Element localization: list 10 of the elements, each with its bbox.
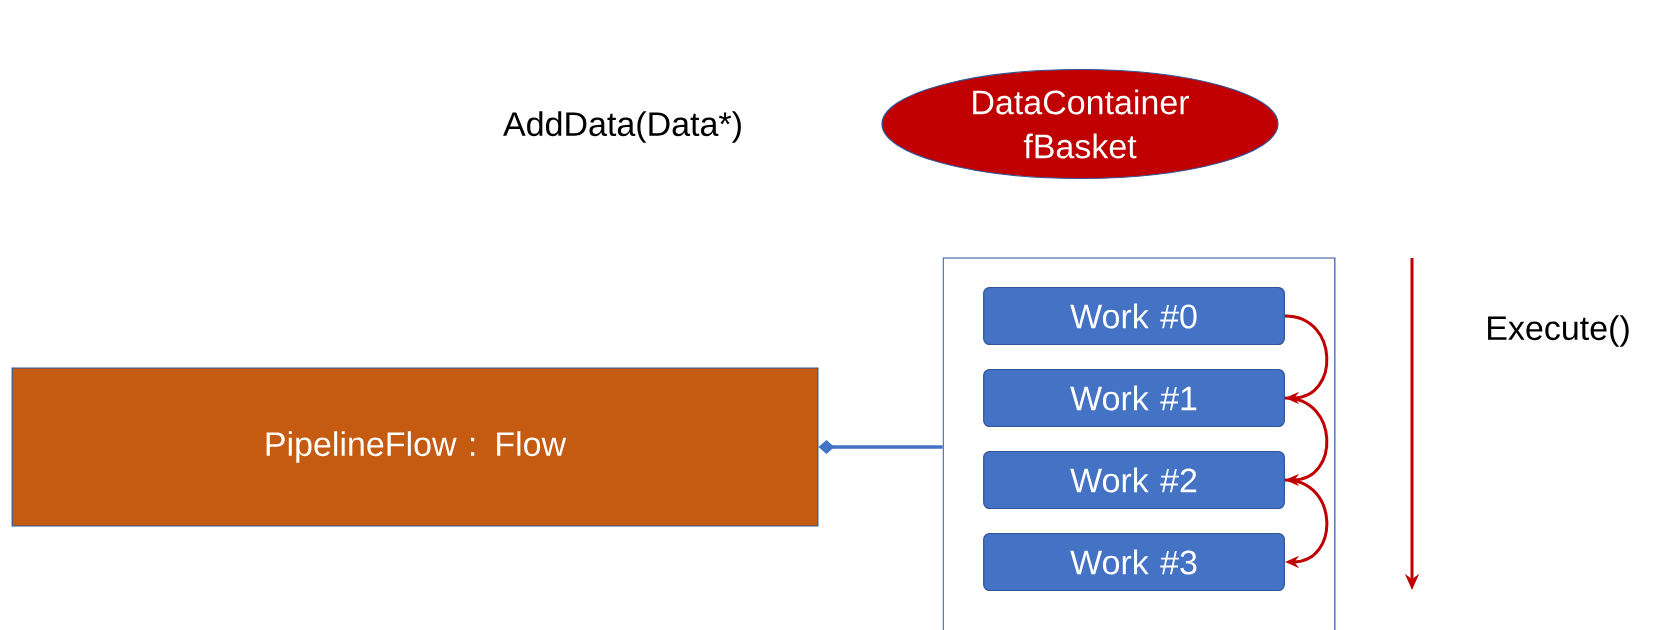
method-label: Execute() <box>1488 315 1629 347</box>
work-box: Work #0 <box>983 286 1285 346</box>
work-box: Work #3 <box>983 532 1285 592</box>
curved-arrow <box>1284 314 1329 405</box>
method-label: AddData(Data*) <box>503 111 741 143</box>
curved-arrow <box>1284 396 1329 487</box>
flow-box: PipelineFlow : Flow <box>11 367 819 527</box>
work-box: Work #2 <box>983 450 1285 510</box>
curved-arrow <box>1284 478 1329 569</box>
work-box: Work #1 <box>983 368 1285 428</box>
